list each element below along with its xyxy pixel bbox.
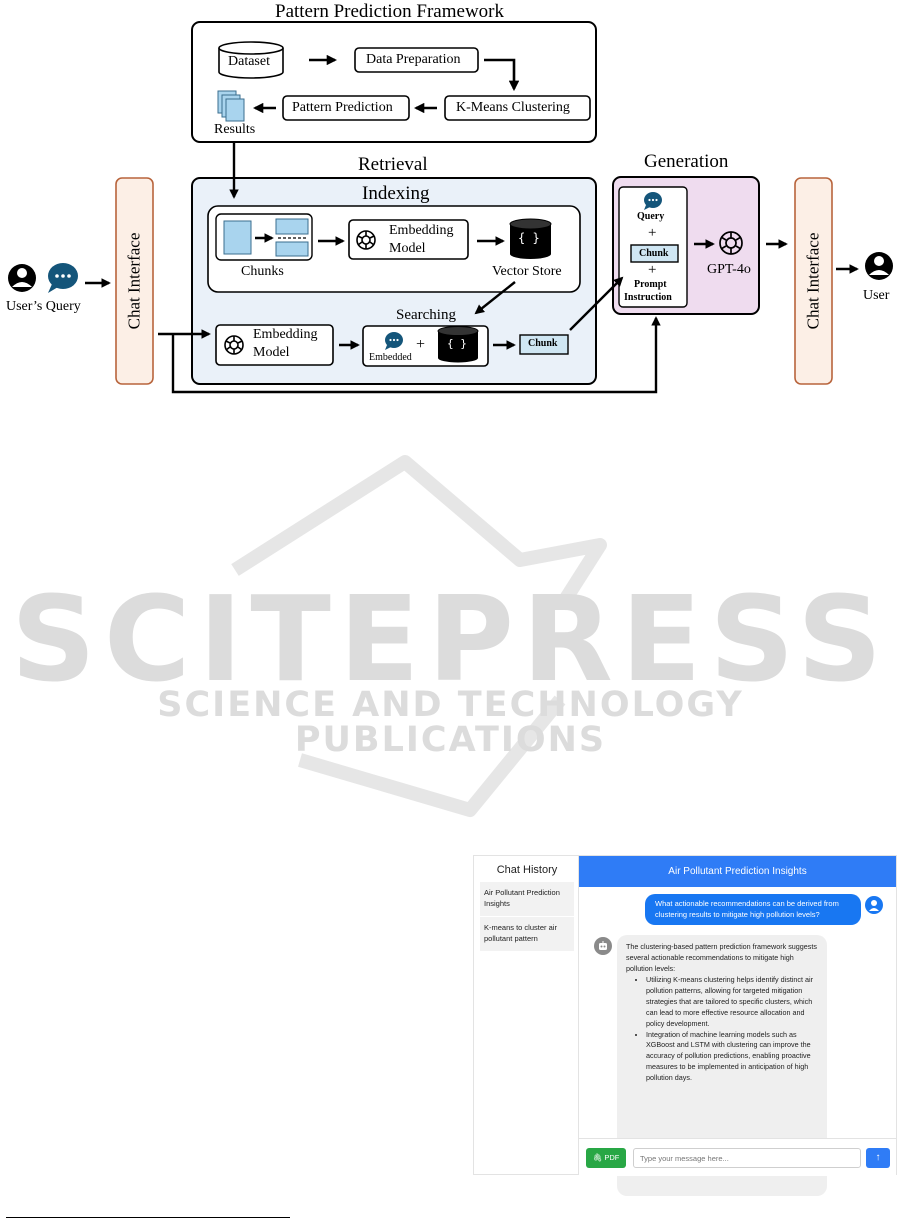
user-icon-left (8, 264, 36, 292)
footnote-rule (6, 1217, 290, 1218)
paperclip-icon: 🖇 (592, 1153, 603, 1162)
watermark-book-logo (231, 455, 607, 817)
watermark-subtext: SCIENCE AND TECHNOLOGY PUBLICATIONS (157, 685, 744, 760)
chat-header-title: Air Pollutant Prediction Insights (579, 856, 896, 887)
chat-interface-right (794, 177, 833, 385)
history-item[interactable]: Air Pollutant Prediction Insights (480, 882, 574, 916)
searching-db-icon (437, 326, 479, 363)
plus-searching: + (416, 336, 426, 353)
dataset-label: Dataset (228, 54, 270, 69)
kmeans-label: K-Means Clustering (456, 100, 570, 115)
message-input[interactable]: Type your message here... (633, 1148, 861, 1168)
openai-icon-indexing (356, 230, 376, 250)
query-label: Query (637, 211, 665, 222)
history-item[interactable]: K-means to cluster air pollutant pattern (480, 917, 574, 951)
searching-title: Searching (396, 307, 456, 323)
retrieval-title: Retrieval (358, 154, 428, 175)
openai-icon-gpt (719, 231, 743, 255)
pdf-button[interactable]: 🖇 PDF (586, 1148, 626, 1168)
chunk-label-searching: Chunk (528, 338, 558, 349)
chunks-label: Chunks (241, 264, 284, 279)
indexing-title: Indexing (362, 183, 430, 204)
watermark-text: SCITEPRESS (10, 570, 891, 708)
bot-intro-text: The clustering-based pattern prediction … (626, 942, 817, 973)
chat-interface-label-left: Chat Interface (124, 232, 144, 330)
speech-bubble-icon-generation (644, 192, 662, 210)
bot-point: Integration of machine learning models s… (646, 1030, 818, 1085)
bot-point: Utilizing K-means clustering helps ident… (646, 975, 818, 1030)
embedding-label-searching-2: Model (253, 345, 290, 360)
embedding-model-box-indexing (348, 219, 469, 260)
prompt-label: Prompt (634, 279, 667, 290)
speech-bubble-icon-searching (385, 332, 403, 350)
users-query-label: User’s Query (6, 299, 81, 314)
bot-avatar-icon (594, 937, 612, 955)
speech-bubble-icon-left (48, 263, 78, 293)
vector-store-db-icon (509, 218, 552, 259)
results-label: Results (214, 122, 256, 137)
plus-generation-1: + (648, 225, 657, 241)
embedded-label: Embedded (369, 352, 412, 363)
embedding-label-indexing-1: Embedding (389, 223, 454, 238)
braces-label-searching: { } (447, 337, 467, 350)
braces-label-indexing: { } (518, 231, 540, 245)
embedding-label-searching-1: Embedding (253, 327, 318, 342)
chunk-label-generation: Chunk (639, 248, 669, 259)
chunk-box-searching (519, 334, 569, 355)
embedding-model-box-searching (215, 324, 334, 366)
user-label: User (863, 288, 890, 303)
framework-title: Pattern Prediction Framework (275, 1, 505, 22)
openai-icon-searching (224, 335, 244, 355)
user-avatar-icon (865, 896, 883, 914)
embedding-label-indexing-2: Model (389, 241, 426, 256)
vector-store-label: Vector Store (492, 264, 562, 279)
pattern-prediction-box (282, 95, 410, 121)
results-icon (217, 90, 245, 122)
data-preparation-box (354, 47, 479, 73)
user-message-bubble: What actionable recommendations can be d… (645, 894, 861, 925)
chat-history-sidebar: Chat History Air Pollutant Prediction In… (473, 855, 579, 1175)
message-input-bar: 🖇 PDF Type your message here... ↑ (579, 1138, 896, 1176)
generation-title: Generation (644, 151, 729, 172)
plus-generation-2: + (648, 262, 657, 278)
chat-interface-label-right: Chat Interface (803, 232, 823, 330)
pdf-button-label: PDF (604, 1153, 620, 1162)
instruction-label: Instruction (624, 292, 672, 303)
data-preparation-label: Data Preparation (366, 52, 461, 67)
chat-history-title: Chat History (496, 864, 558, 876)
chat-interface-left (115, 177, 154, 385)
chat-main-panel: Air Pollutant Prediction Insights What a… (579, 855, 897, 1196)
user-icon-right (865, 252, 893, 280)
kmeans-box (444, 95, 591, 121)
dataset-cylinder-icon (218, 41, 284, 79)
send-arrow-icon[interactable]: ↑ (866, 1148, 890, 1168)
gpt-label: GPT-4o (707, 262, 751, 277)
chunk-box-generation (630, 244, 679, 263)
pattern-prediction-label: Pattern Prediction (292, 100, 393, 115)
architecture-diagram (8, 21, 893, 394)
